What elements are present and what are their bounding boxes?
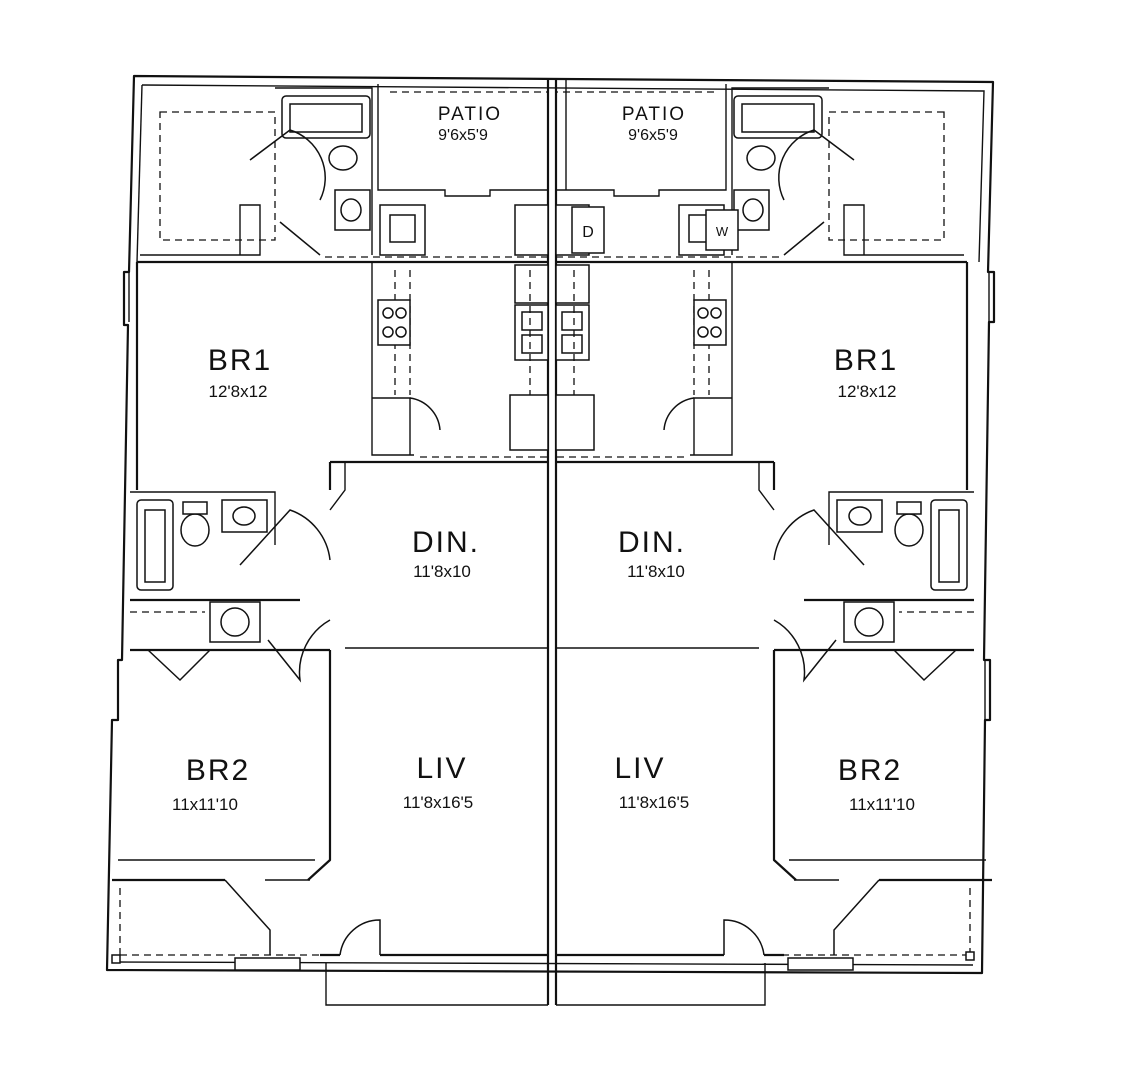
din-left-dim: 11'8x10 (413, 562, 471, 581)
washer-icon (705, 209, 739, 251)
din-right-dim: 11'8x10 (627, 562, 685, 581)
room-labels-right: PATIO 9'6x5'9 BR1 12'8x12 DIN. 11'8x10 L… (614, 104, 914, 814)
br2-left-dim: 11x11'10 (172, 795, 238, 814)
br1-right-dim: 12'8x12 (837, 382, 896, 401)
patio-right-name: PATIO (622, 104, 686, 125)
liv-left-dim: 11'8x16'5 (403, 793, 473, 812)
br1-left-name: BR1 (208, 344, 272, 377)
dryer-label: D (582, 224, 594, 241)
din-left-name: DIN. (412, 526, 480, 559)
patio-left-dim: 9'6x5'9 (438, 127, 488, 144)
dryer-icon (571, 206, 605, 254)
br2-right-dim: 11x11'10 (849, 795, 915, 814)
din-right-name: DIN. (618, 526, 686, 559)
unit-right (555, 84, 992, 957)
washer-dryer: D W (571, 206, 739, 254)
br1-left-dim: 12'8x12 (208, 382, 267, 401)
liv-right-name: LIV (614, 752, 665, 785)
liv-left-name: LIV (416, 752, 467, 785)
unit-left (112, 84, 549, 957)
front-stoops (325, 963, 766, 1006)
room-labels-left: PATIO 9'6x5'9 BR1 12'8x12 DIN. 11'8x10 L… (172, 104, 502, 814)
front-porches (111, 888, 975, 971)
br2-right-name: BR2 (838, 754, 902, 787)
patio-right-dim: 9'6x5'9 (628, 127, 678, 144)
washer-label: W (716, 224, 729, 239)
br1-right-name: BR1 (834, 344, 898, 377)
br2-left-name: BR2 (186, 754, 250, 787)
liv-right-dim: 11'8x16'5 (619, 793, 689, 812)
patio-left-name: PATIO (438, 104, 502, 125)
